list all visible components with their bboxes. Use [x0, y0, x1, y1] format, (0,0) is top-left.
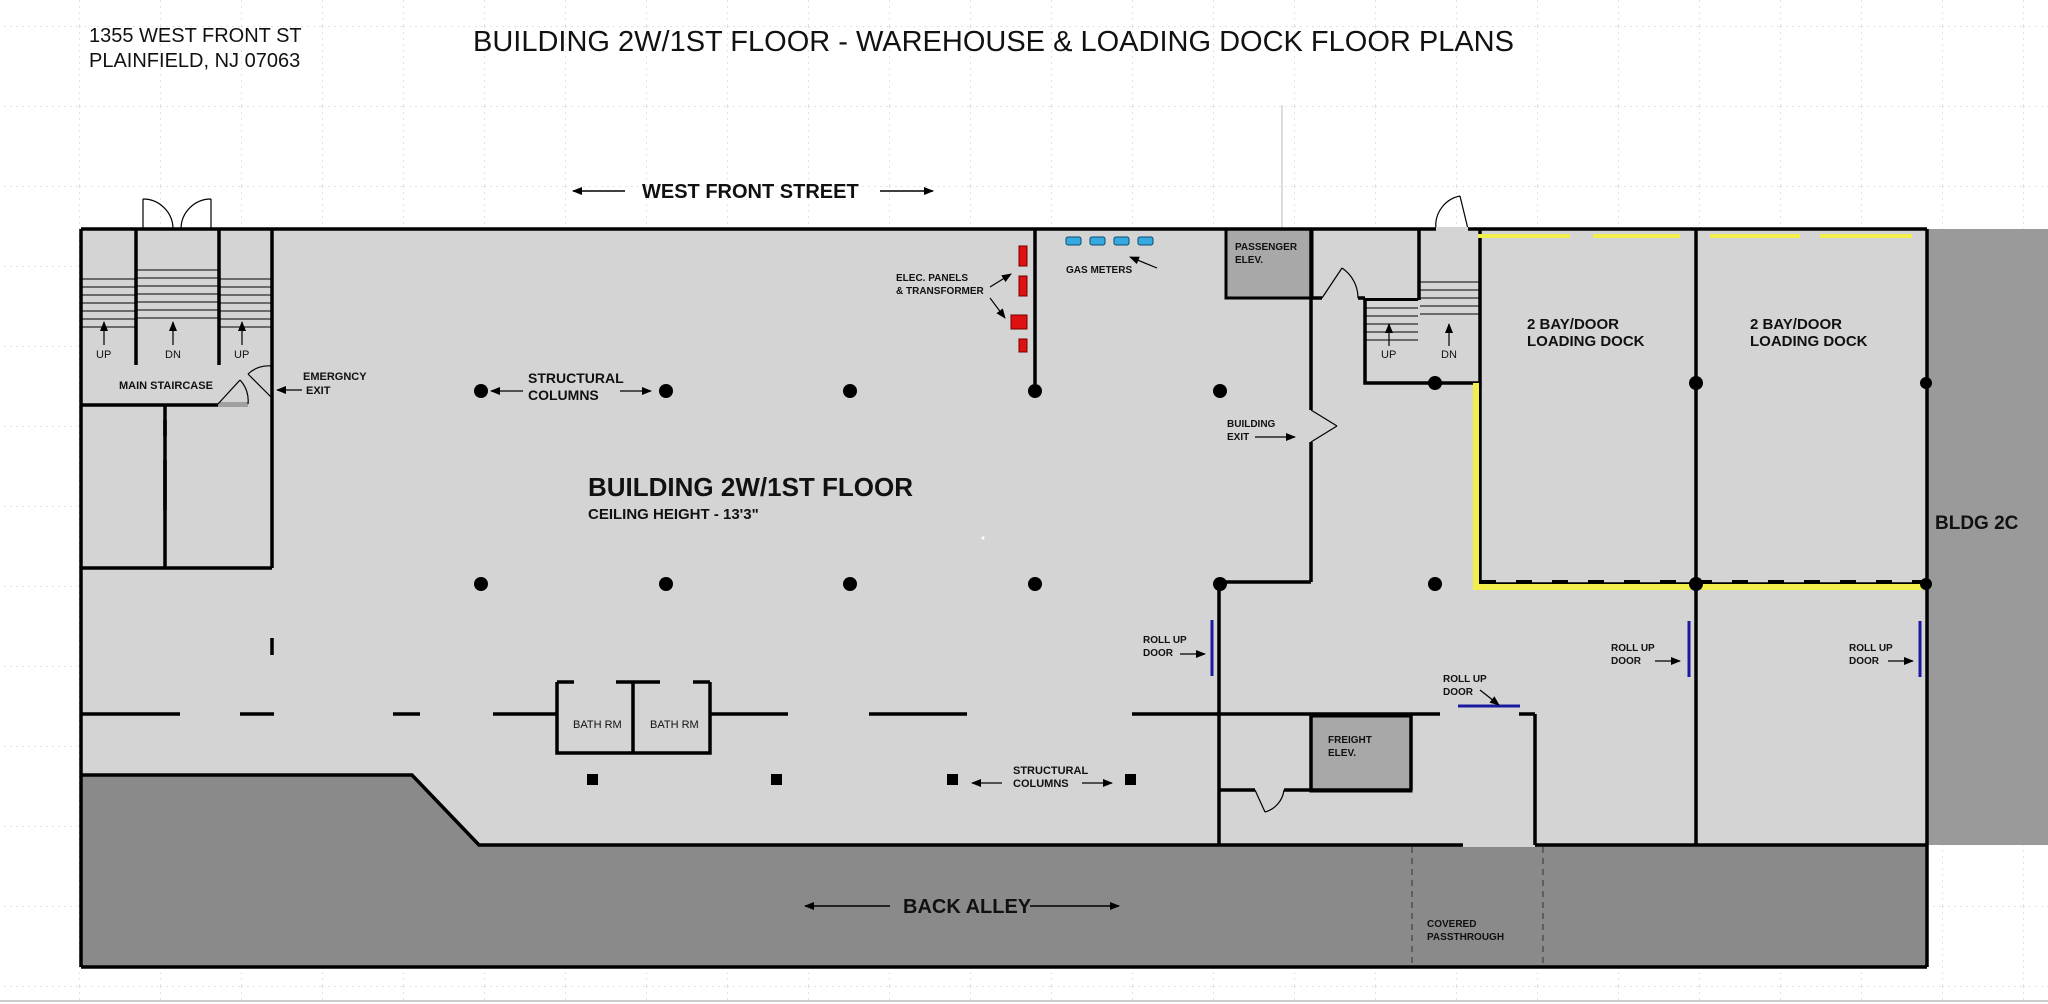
- structural-columns-square: [587, 774, 1136, 785]
- passenger-elev-label-1: PASSENGER: [1235, 242, 1298, 253]
- elec-arrow-down: [989, 297, 1006, 319]
- passenger-elevator: [1224, 227, 1314, 300]
- bldg-2c-label: BLDG 2C: [1935, 513, 2019, 534]
- right-stair-dn-label: DN: [1441, 349, 1457, 361]
- structural-columns-round: [474, 376, 1932, 591]
- main-staircase: [82, 269, 271, 328]
- main-area-title: BUILDING 2W/1ST FLOOR: [588, 472, 913, 502]
- roll-up-door-2-label-1: ROLL UP: [1611, 643, 1655, 654]
- roll-up-door-4-label-2: DOOR: [1443, 687, 1474, 698]
- emergency-exit-label-1: EMERGNCY: [303, 371, 367, 383]
- main-staircase-label: MAIN STAIRCASE: [119, 380, 213, 392]
- emergency-exit-label-2: EXIT: [306, 385, 331, 397]
- covered-passthrough-label-1: COVERED: [1427, 919, 1476, 930]
- square-columns-label-1: STRUCTURAL: [1013, 765, 1088, 777]
- roll-up-door-1-label-1: ROLL UP: [1143, 635, 1187, 646]
- right-staircase: [1366, 281, 1479, 341]
- electrical-panels: [1010, 245, 1028, 353]
- address-line-1: 1355 WEST FRONT ST: [89, 25, 302, 47]
- building-exit-label-2: EXIT: [1227, 432, 1249, 443]
- center-mark: [981, 536, 985, 540]
- front-street-label: WEST FRONT STREET: [642, 181, 859, 203]
- main-floor: [81, 229, 1927, 845]
- structural-columns-label-1: STRUCTURAL: [528, 370, 624, 386]
- page-title: BUILDING 2W/1ST FLOOR - WAREHOUSE & LOAD…: [473, 26, 1514, 58]
- interior-door-lower: [1254, 789, 1285, 813]
- front-entry-doors: [142, 198, 212, 230]
- ceiling-height: CEILING HEIGHT - 13'3": [588, 506, 759, 523]
- emergency-exit-door: [217, 365, 273, 407]
- stair-dn-label: DN: [165, 349, 181, 361]
- stair-up-label-1: UP: [96, 349, 111, 361]
- square-columns-label-2: COLUMNS: [1013, 778, 1069, 790]
- building-exit-label-1: BUILDING: [1227, 419, 1276, 430]
- back-alley-area: [81, 775, 1927, 967]
- top-entry-door-opening: [1436, 227, 1468, 232]
- loading-dock-1-label-2: LOADING DOCK: [1527, 333, 1645, 350]
- stair-up-label-2: UP: [234, 349, 249, 361]
- gas-meters: [1065, 236, 1154, 246]
- top-entry-door: [1435, 195, 1469, 230]
- elec-panels-label-2: & TRANSFORMER: [896, 286, 985, 297]
- bathrooms: [555, 680, 712, 755]
- elec-arrow-up: [989, 273, 1012, 288]
- covered-passthrough: [1411, 847, 1544, 966]
- loading-dock-1-label-1: 2 BAY/DOOR: [1527, 316, 1619, 333]
- passthrough-opening: [1463, 845, 1535, 847]
- bath-room-2-label: BATH RM: [650, 719, 699, 731]
- passenger-elev-label-2: ELEV.: [1235, 255, 1263, 266]
- freight-elev-label-1: FREIGHT: [1328, 735, 1372, 746]
- roll-up-door-2-label-2: DOOR: [1611, 656, 1642, 667]
- gas-meters-label: GAS METERS: [1066, 265, 1132, 276]
- bldg-2c-area: [1927, 229, 2048, 845]
- roll-up-door-4-label-1: ROLL UP: [1443, 674, 1487, 685]
- address-line-2: PLAINFIELD, NJ 07063: [89, 50, 300, 72]
- loading-dock-2-label-2: LOADING DOCK: [1750, 333, 1868, 350]
- roll-up-door-3-label-2: DOOR: [1849, 656, 1880, 667]
- back-alley-label: BACK ALLEY: [903, 896, 1032, 918]
- building-exit-door: [1310, 409, 1338, 443]
- covered-passthrough-label-2: PASSTHROUGH: [1427, 932, 1504, 943]
- structural-columns-label-2: COLUMNS: [528, 387, 599, 403]
- elec-panels-label-1: ELEC. PANELS: [896, 273, 968, 284]
- exterior-walls: [79, 227, 1929, 969]
- loading-dock-2-label-1: 2 BAY/DOOR: [1750, 316, 1842, 333]
- freight-elevator: [1309, 714, 1413, 793]
- bath-room-1-label: BATH RM: [573, 719, 622, 731]
- roll-up-door-1-label-2: DOOR: [1143, 648, 1174, 659]
- gas-meters-arrow: [1129, 256, 1158, 269]
- interior-door-upper: [1321, 267, 1365, 300]
- right-stair-up-label: UP: [1381, 349, 1396, 361]
- right-stair-enclosure: [1365, 298, 1418, 301]
- roll-up-door-4-arrow: [1479, 689, 1500, 706]
- roll-up-door-3-label-1: ROLL UP: [1849, 643, 1893, 654]
- freight-elev-label-2: ELEV.: [1328, 748, 1356, 759]
